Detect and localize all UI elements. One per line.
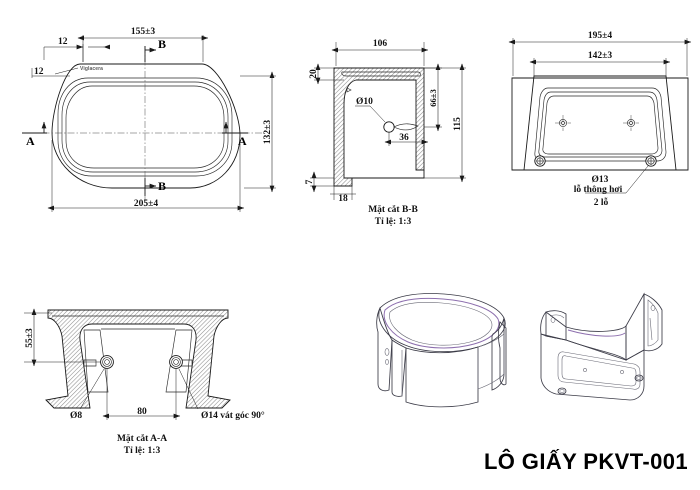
dim-outer-width: 195±4 (588, 31, 612, 41)
dim-inner-width: 142±3 (588, 51, 612, 61)
dim-height-overall: 132±3 (263, 120, 273, 144)
dim-width-top: 155±3 (131, 27, 155, 37)
dim-bb-foot-width: 18 (338, 194, 348, 204)
section-b-top-marker: B (144, 37, 166, 62)
dim-bolt-dia: Ø8 (70, 411, 82, 421)
dim-aa-height: 55±3 (25, 328, 35, 348)
section-letter-b-bottom: B (158, 179, 166, 193)
note-vent-label: lỗ thông hơi (574, 184, 623, 195)
section-a-left-marker: A (22, 121, 47, 148)
dim-hole-dia: Ø10 (356, 97, 373, 107)
bottom-plan-view: 195±4 142±3 Ø13 lỗ thông hơi 2 lỗ (508, 31, 692, 208)
iso-vent-hole-right (634, 374, 644, 382)
mount-hole-right (623, 115, 639, 131)
section-aa-caption-line1: Mặt cắt A-A (117, 433, 167, 444)
section-a-a-view: 55±3 80 Ø8 Ø14 vát góc 90° Mặt cắt A-A T… (24, 308, 265, 456)
dim-offset-left-1: 12 (58, 37, 68, 47)
section-letter-b-top: B (158, 37, 166, 51)
section-a-right-marker: A (222, 121, 248, 148)
mount-hole-left (555, 115, 571, 131)
page-title: LÔ GIẤY PKVT-001 (484, 449, 688, 474)
dim-offset-left-2: 12 (34, 67, 44, 77)
section-letter-a-right: A (238, 134, 247, 148)
brand-mark: Viglacera (80, 66, 103, 72)
section-aa-caption-line2: Tỉ lệ: 1:3 (124, 446, 161, 456)
iso-vent-hole-left (557, 387, 567, 395)
isometric-front-view (376, 293, 506, 408)
bolt-right (169, 355, 183, 369)
top-plan-view: Viglacera 155±3 12 12 132±3 (22, 27, 276, 212)
dim-width-bottom: 205±4 (134, 199, 158, 209)
dim-bb-width: 106 (373, 39, 388, 49)
dim-hole-offset: 36 (399, 133, 409, 143)
dim-bb-total-height: 115 (453, 117, 463, 131)
section-bb-caption-line1: Mặt cắt B-B (368, 204, 418, 215)
dim-bolt-spacing: 80 (137, 407, 147, 417)
vent-hole-right (645, 155, 657, 167)
vent-hole-left (534, 155, 546, 167)
note-vent-dia: Ø13 (592, 175, 609, 185)
hole-dia-10 (383, 121, 395, 133)
dim-bb-foot-height: 7 (305, 179, 315, 184)
section-b-b-view: Ø10 106 20 36 66±3 115 (305, 39, 466, 227)
section-letter-a-left: A (26, 134, 35, 148)
dim-counterbore: Ø14 vát góc 90° (201, 410, 265, 421)
note-vent-count: 2 lỗ (594, 197, 609, 208)
dim-hole-height: 66±3 (428, 89, 438, 106)
isometric-bottom-view (498, 292, 663, 401)
section-b-bottom-marker: B (144, 178, 166, 196)
section-bb-caption-line2: Tỉ lệ: 1:3 (375, 217, 412, 227)
dim-bb-top-thickness: 20 (309, 69, 319, 79)
bolt-left (100, 355, 114, 369)
